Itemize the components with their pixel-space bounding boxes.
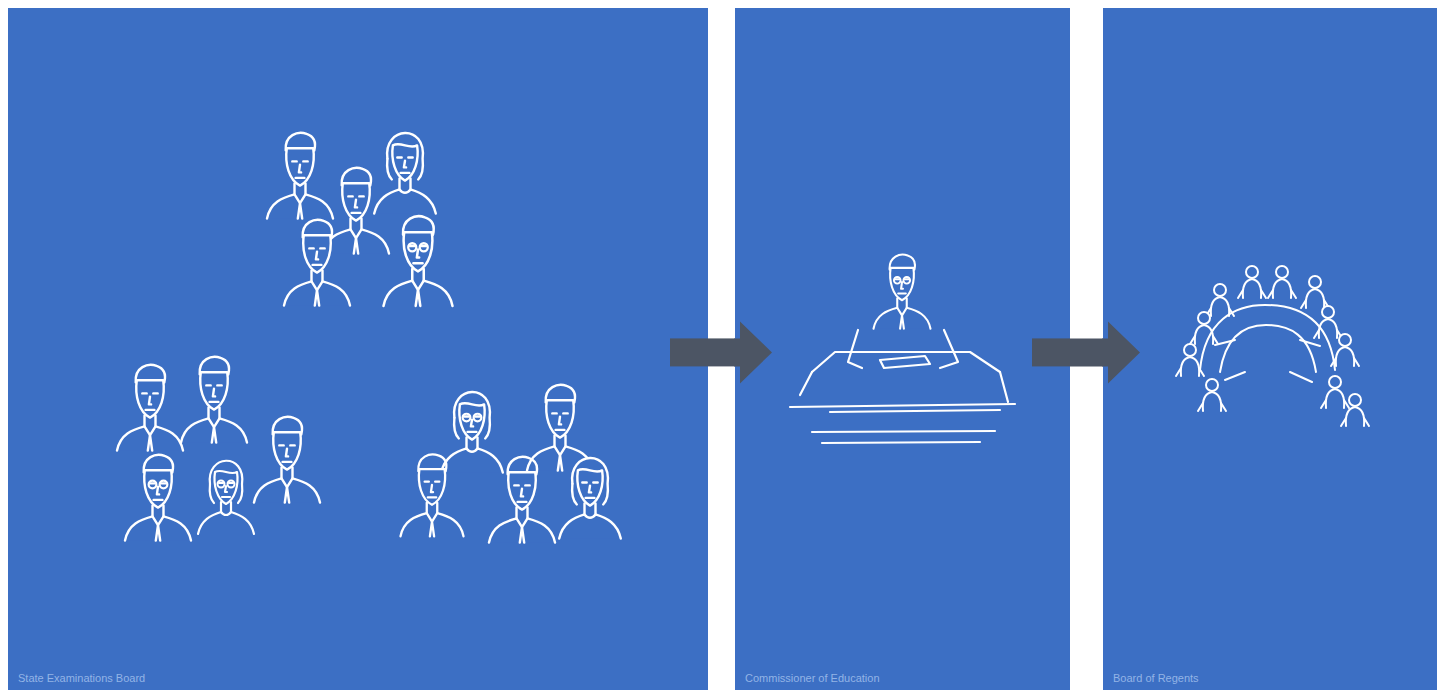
regent-figure (1238, 266, 1266, 298)
examiner-figure (198, 461, 254, 534)
examiner-figure (181, 357, 247, 443)
panel-caption: Commissioner of Education (745, 672, 880, 684)
examiner-figure (401, 454, 464, 536)
examiners-group-right (401, 385, 621, 543)
regent-figure (1268, 266, 1296, 298)
regent-figure (1301, 276, 1329, 308)
stage-panel: Board of Regents (1103, 8, 1437, 690)
regents-meeting (1176, 266, 1369, 426)
examiner-figure (527, 385, 593, 471)
examiners-group-top (267, 133, 453, 306)
examiner-figure (125, 455, 191, 541)
examiner-figure (117, 365, 183, 451)
regent-figure (1206, 284, 1234, 316)
desk-sketch (790, 330, 1015, 443)
examiner-figure (284, 220, 350, 306)
stage-panel: State Examinations Board (8, 8, 708, 690)
panel-caption: State Examinations Board (18, 672, 145, 684)
examiner-figure (323, 168, 389, 254)
conference-table (1200, 305, 1335, 382)
regent-figure (1176, 344, 1204, 376)
examiner-figure (441, 392, 503, 473)
examiner-figure (384, 216, 453, 306)
flow-arrow (708, 338, 735, 366)
examiner-figure (489, 457, 555, 543)
examiners-group-left (117, 357, 320, 541)
commissioner-at-desk (790, 255, 1015, 443)
panel-caption: Board of Regents (1113, 672, 1199, 684)
examiner-figure (254, 417, 320, 503)
regent-figure (1190, 312, 1218, 344)
regent-figure (1321, 376, 1349, 408)
stage-panel: Commissioner of Education (735, 8, 1070, 690)
regent-figure (1331, 334, 1359, 366)
examiner-figure (559, 458, 621, 539)
examiner-figure (374, 133, 436, 214)
regent-figure (1341, 394, 1369, 426)
regent-figure (1198, 379, 1226, 411)
flow-arrow (1070, 338, 1103, 366)
commissioner-figure (874, 255, 931, 329)
examiner-figure (267, 133, 333, 219)
regent-figure (1314, 306, 1342, 338)
